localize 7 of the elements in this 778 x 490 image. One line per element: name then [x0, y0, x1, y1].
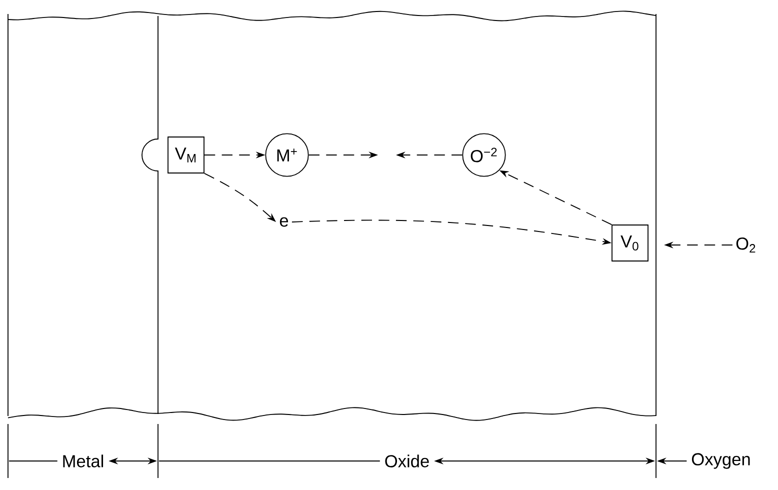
label: Oxygen: [692, 453, 750, 469]
vacancy-box: V$_{M}$: [168, 136, 204, 174]
species-label: O$_{2}$: [736, 237, 756, 253]
label: Oxide: [385, 454, 429, 468]
label: Metal: [63, 454, 104, 468]
species-label: e: [280, 217, 288, 227]
vacancy-box: V$_{0}$: [612, 224, 648, 262]
